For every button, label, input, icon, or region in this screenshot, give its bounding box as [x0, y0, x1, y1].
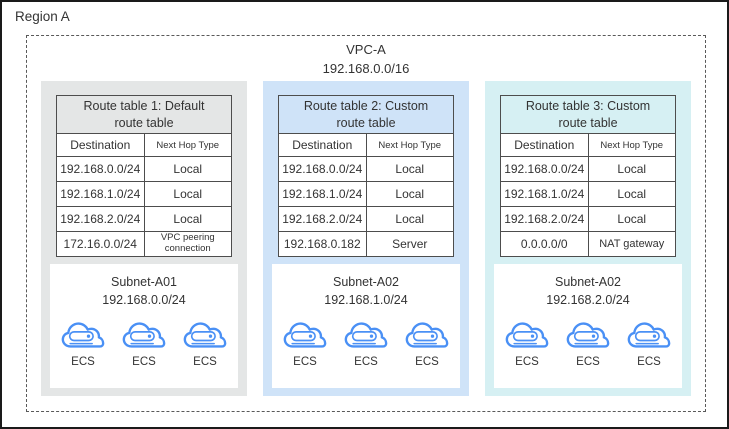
ecs-cloud-icon — [183, 322, 227, 348]
next-hop-cell: Local — [365, 156, 454, 182]
destination-header: Destination — [500, 133, 589, 157]
ecs-label: ECS — [71, 356, 95, 369]
destination-cell: 192.168.0.182 — [278, 231, 367, 257]
destination-cell: 192.168.1.0/24 — [278, 181, 367, 207]
ecs-item: ECS — [181, 317, 229, 368]
destination-cell: 192.168.2.0/24 — [500, 206, 589, 232]
ecs-group: ECS ECS ECS — [50, 317, 238, 368]
route-table-2: Route table 2: Custom route table Destin… — [278, 95, 454, 257]
next-hop-cell: Local — [143, 206, 232, 232]
destination-cell: 192.168.1.0/24 — [500, 181, 589, 207]
destination-cell: 192.168.0.0/24 — [500, 156, 589, 182]
ecs-label: ECS — [637, 356, 661, 369]
vpc-title: VPC-A 192.168.0.0/16 — [27, 41, 705, 79]
vpc-name: VPC-A — [346, 42, 386, 57]
route-table-title: Route table 2: Custom route table — [278, 95, 454, 134]
route-row: 192.168.1.0/24 Local — [56, 181, 232, 207]
destination-cell: 192.168.0.0/24 — [278, 156, 367, 182]
column-subnet-a01: Route table 1: Default route table Desti… — [41, 81, 247, 396]
subnet-columns: Route table 1: Default route table Desti… — [27, 81, 705, 396]
next-hop-header: Next Hop Type — [143, 133, 232, 157]
ecs-cloud-icon — [122, 322, 166, 348]
ecs-label: ECS — [354, 356, 378, 369]
destination-cell: 192.168.2.0/24 — [56, 206, 145, 232]
route-row: 192.168.2.0/24 Local — [56, 206, 232, 232]
ecs-item: ECS — [403, 317, 451, 368]
subnet-box-a01: Subnet-A01 192.168.0.0/24 ECS ECS — [50, 264, 238, 388]
subnet-name: Subnet-A01 — [110, 275, 178, 289]
route-row: 172.16.0.0/24 VPC peering connection — [56, 231, 232, 257]
route-table-title: Route table 3: Custom route table — [500, 95, 676, 134]
ecs-cloud-icon — [405, 322, 449, 348]
next-hop-cell: Local — [365, 206, 454, 232]
destination-cell: 192.168.0.0/24 — [56, 156, 145, 182]
next-hop-cell: Local — [365, 181, 454, 207]
next-hop-cell: Local — [587, 181, 676, 207]
column-subnet-a02-1: Route table 2: Custom route table Destin… — [263, 81, 469, 396]
next-hop-cell: Local — [143, 181, 232, 207]
next-hop-cell: VPC peering connection — [143, 231, 232, 257]
route-row: 192.168.0.0/24 Local — [500, 156, 676, 182]
route-row: 192.168.2.0/24 Local — [278, 206, 454, 232]
destination-header: Destination — [56, 133, 145, 157]
destination-cell: 172.16.0.0/24 — [56, 231, 145, 257]
vpc-box: VPC-A 192.168.0.0/16 Route table 1: Defa… — [26, 35, 706, 412]
ecs-cloud-icon — [61, 322, 105, 348]
ecs-group: ECS ECS ECS — [272, 317, 460, 368]
ecs-label: ECS — [515, 356, 539, 369]
next-hop-cell: NAT gateway — [587, 231, 676, 257]
route-table-title: Route table 1: Default route table — [56, 95, 232, 134]
next-hop-cell: Local — [587, 206, 676, 232]
ecs-label: ECS — [293, 356, 317, 369]
ecs-cloud-icon — [283, 322, 327, 348]
destination-cell: 0.0.0.0/0 — [500, 231, 589, 257]
subnet-box-a02-2: Subnet-A02 192.168.2.0/24 ECS ECS — [494, 264, 682, 388]
route-row: 192.168.1.0/24 Local — [278, 181, 454, 207]
route-table-3: Route table 3: Custom route table Destin… — [500, 95, 676, 257]
ecs-cloud-icon — [505, 322, 549, 348]
route-row: 192.168.1.0/24 Local — [500, 181, 676, 207]
ecs-cloud-icon — [627, 322, 671, 348]
subnet-cidr: 192.168.0.0/24 — [102, 293, 186, 308]
vpc-cidr: 192.168.0.0/16 — [322, 60, 410, 76]
ecs-item: ECS — [342, 317, 390, 368]
next-hop-header: Next Hop Type — [587, 133, 676, 157]
ecs-group: ECS ECS ECS — [494, 317, 682, 368]
destination-header: Destination — [278, 133, 367, 157]
ecs-item: ECS — [281, 317, 329, 368]
ecs-item: ECS — [625, 317, 673, 368]
ecs-label: ECS — [193, 356, 217, 369]
next-hop-cell: Local — [587, 156, 676, 182]
route-row: 192.168.0.182 Server — [278, 231, 454, 257]
destination-cell: 192.168.1.0/24 — [56, 181, 145, 207]
next-hop-header: Next Hop Type — [365, 133, 454, 157]
ecs-cloud-icon — [566, 322, 610, 348]
region-label: Region A — [15, 9, 70, 24]
subnet-box-a02-1: Subnet-A02 192.168.1.0/24 ECS ECS — [272, 264, 460, 388]
ecs-item: ECS — [59, 317, 107, 368]
subnet-name: Subnet-A02 — [332, 275, 400, 289]
ecs-label: ECS — [132, 356, 156, 369]
column-subnet-a02-2: Route table 3: Custom route table Destin… — [485, 81, 691, 396]
route-row: 0.0.0.0/0 NAT gateway — [500, 231, 676, 257]
route-table-1: Route table 1: Default route table Desti… — [56, 95, 232, 257]
next-hop-cell: Server — [365, 231, 454, 257]
ecs-item: ECS — [120, 317, 168, 368]
ecs-label: ECS — [576, 356, 600, 369]
next-hop-cell: Local — [143, 156, 232, 182]
route-row: 192.168.0.0/24 Local — [56, 156, 232, 182]
subnet-cidr: 192.168.2.0/24 — [546, 293, 630, 308]
ecs-cloud-icon — [344, 322, 388, 348]
ecs-item: ECS — [503, 317, 551, 368]
route-row: 192.168.0.0/24 Local — [278, 156, 454, 182]
subnet-cidr: 192.168.1.0/24 — [324, 293, 408, 308]
route-row: 192.168.2.0/24 Local — [500, 206, 676, 232]
ecs-item: ECS — [564, 317, 612, 368]
destination-cell: 192.168.2.0/24 — [278, 206, 367, 232]
subnet-name: Subnet-A02 — [554, 275, 622, 289]
ecs-label: ECS — [415, 356, 439, 369]
